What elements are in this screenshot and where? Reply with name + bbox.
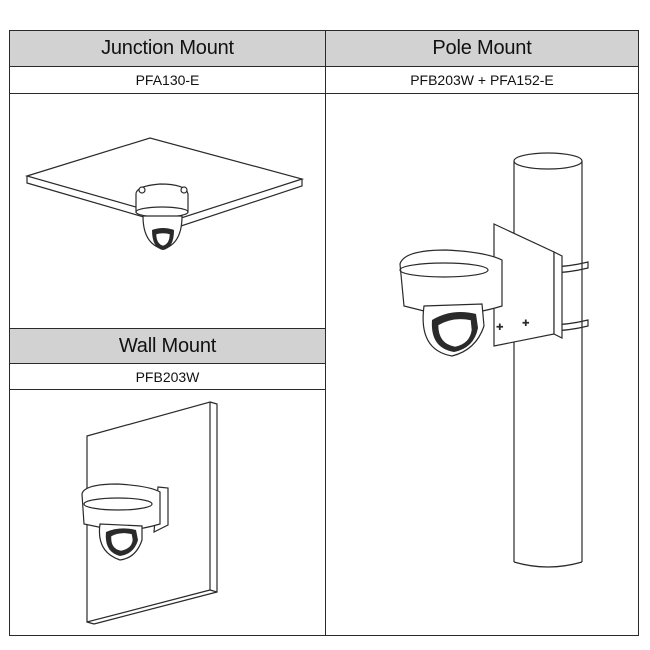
wall-mount-title: Wall Mount bbox=[10, 328, 325, 364]
junction-mount-title: Junction Mount bbox=[10, 31, 325, 67]
wall-camera-icon bbox=[81, 483, 169, 561]
pole-camera-icon: ✚ ✚ bbox=[399, 249, 530, 357]
wall-mount-illustration bbox=[81, 401, 218, 625]
junction-mount-model: PFA130-E bbox=[10, 67, 325, 94]
junction-mount-illustration bbox=[24, 137, 305, 250]
svg-text:✚: ✚ bbox=[522, 319, 530, 329]
pole-mount-illustration: ✚ ✚ bbox=[399, 152, 589, 568]
wall-mount-model: PFB203W bbox=[10, 364, 325, 390]
pole-mount-model: PFB203W + PFA152-E bbox=[326, 67, 638, 94]
mount-options-table: Junction Mount Pole Mount PFA130-E PFB20… bbox=[9, 30, 639, 636]
pole-bracket bbox=[493, 223, 563, 347]
column-divider bbox=[325, 31, 326, 635]
pole-mount-title: Pole Mount bbox=[326, 31, 638, 67]
junction-camera-icon bbox=[135, 183, 189, 250]
pole bbox=[513, 152, 583, 568]
svg-text:✚: ✚ bbox=[496, 323, 504, 333]
